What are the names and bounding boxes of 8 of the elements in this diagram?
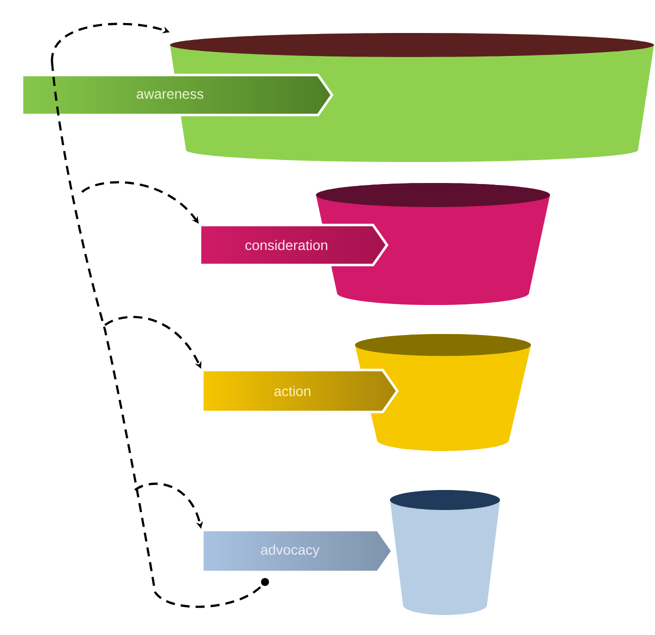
arrow-label: awareness (20, 74, 334, 116)
arrow-label: consideration (198, 224, 389, 266)
arrow-label: action (201, 368, 399, 414)
cup (390, 490, 500, 615)
dashed-line (50, 62, 263, 608)
end-dot (261, 578, 269, 586)
arrow-label: advocacy (201, 528, 394, 574)
cup (355, 334, 531, 451)
